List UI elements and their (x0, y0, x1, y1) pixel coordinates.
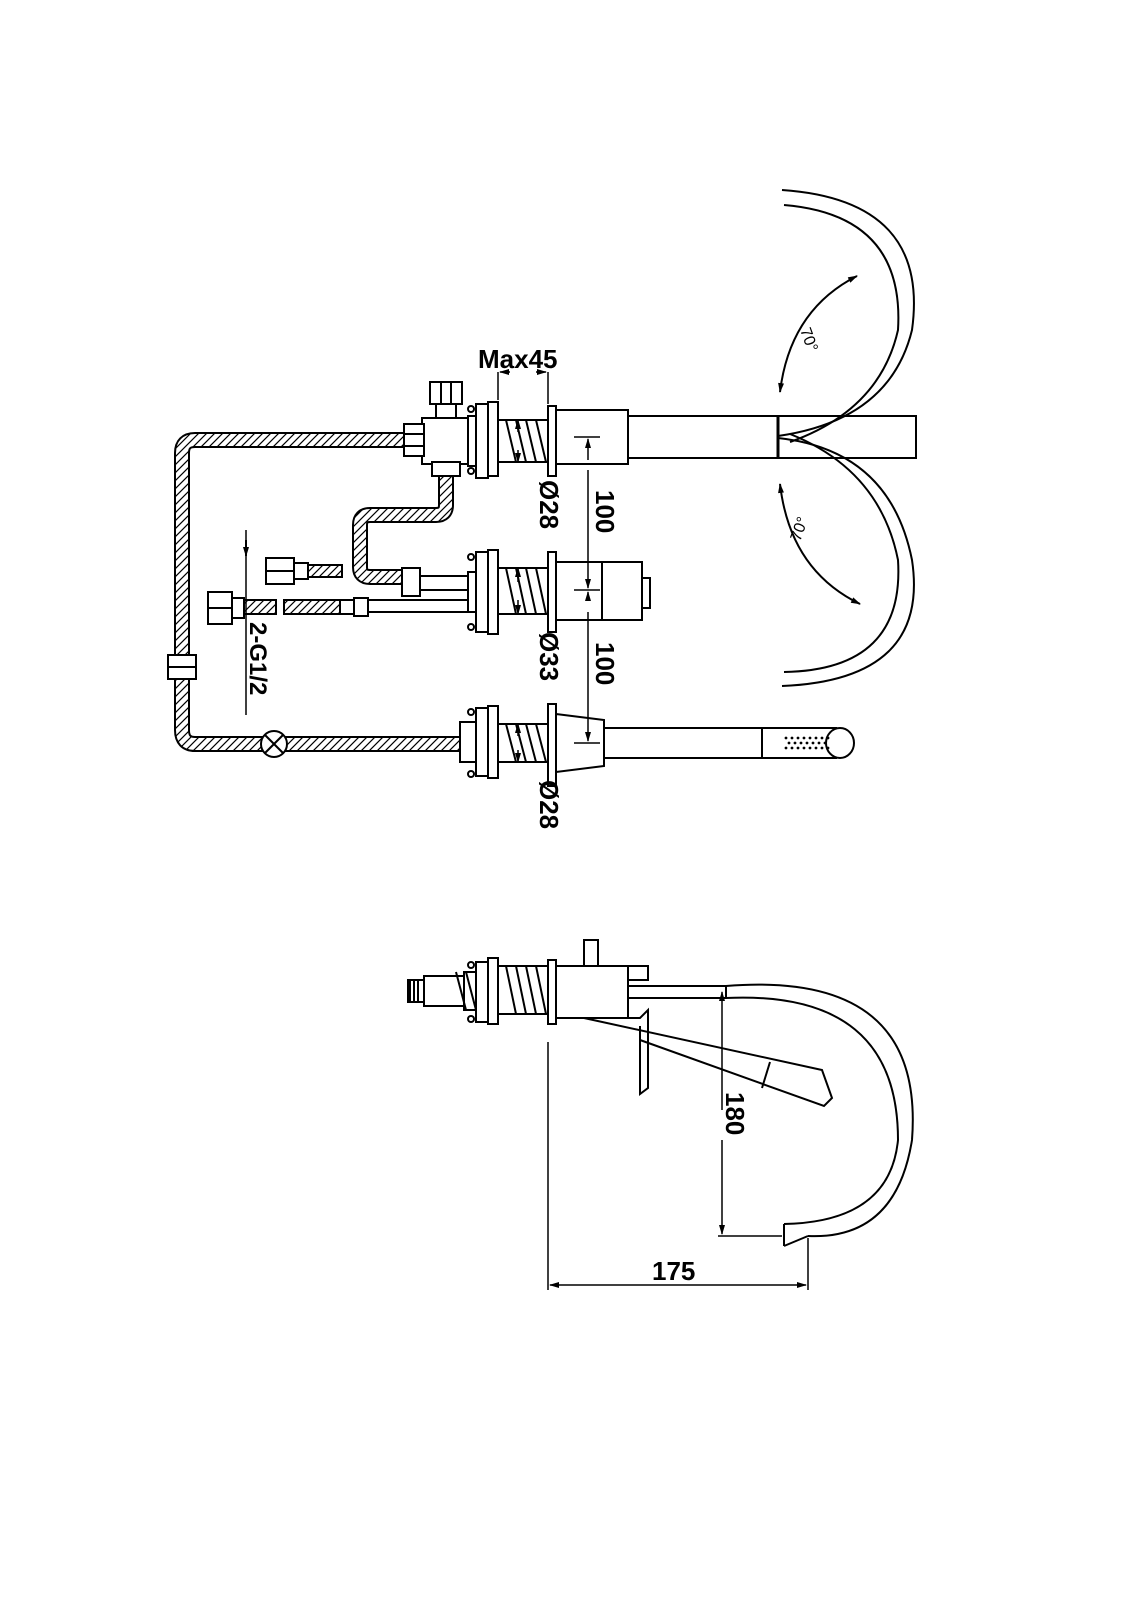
angle-label-lower: 70° (788, 515, 812, 544)
dim-side-reach: 175 (652, 1256, 695, 1286)
spray-holes-icon (784, 736, 830, 750)
side-view-mount (407, 957, 557, 1025)
swivel-arc-lower (777, 433, 915, 687)
inlet-hose-upper (265, 557, 343, 585)
dim-spacing-upper: 100 (590, 490, 620, 533)
dim-handshower-diameter: Ø28 (534, 780, 564, 829)
side-view-spout-arc (725, 983, 914, 1247)
angle-arrow-lower (778, 483, 861, 605)
diverter-block (403, 381, 469, 477)
mixer-handle (555, 561, 651, 621)
handshower-mount (459, 703, 557, 787)
dim-handle-diameter: Ø33 (534, 632, 564, 681)
braided-hose-diverter (352, 472, 454, 585)
inlet-hose-lower (207, 591, 469, 625)
angle-arrow-upper (778, 275, 858, 393)
braided-hose-main (174, 432, 460, 752)
side-view-body (555, 939, 834, 1108)
check-valve (260, 730, 288, 758)
dim-spout-diameter: Ø28 (534, 480, 564, 529)
dim-max-depth: Max45 (478, 344, 558, 374)
angle-label-upper: 70° (796, 326, 820, 355)
dim-side-height: 180 (720, 1092, 750, 1135)
swivel-arc-upper (777, 189, 915, 443)
spout-body (555, 409, 917, 465)
dim-spacing-lower: 100 (590, 642, 620, 685)
spout-mount (467, 401, 557, 479)
mixer-mount (401, 549, 557, 635)
dim-inlet-thread: 2-G1/2 (244, 622, 271, 695)
handshower-body (555, 712, 855, 774)
